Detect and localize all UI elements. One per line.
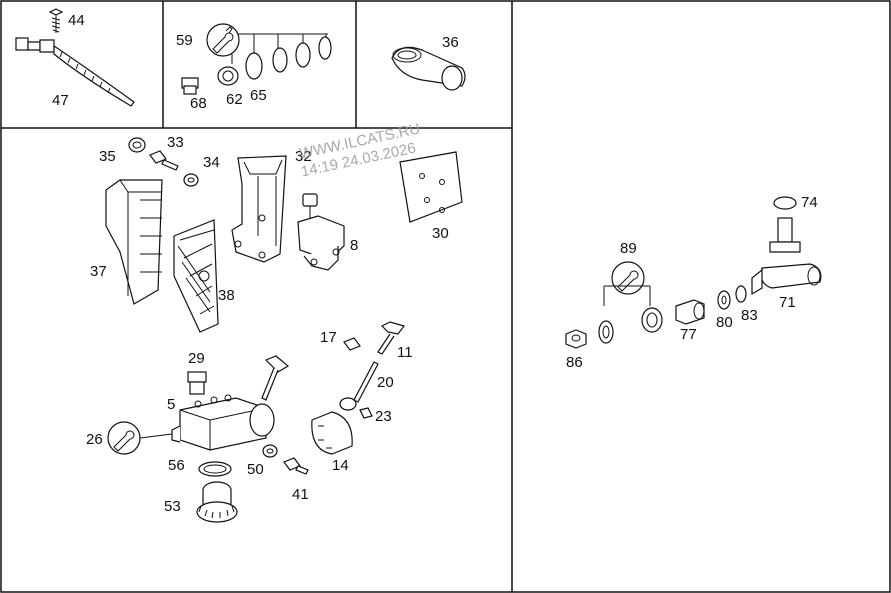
- label-71: 71: [779, 294, 796, 311]
- label-29: 29: [188, 350, 205, 367]
- wrench-icon: [107, 421, 173, 455]
- part-38-grille[interactable]: [173, 219, 219, 333]
- part-80-washer[interactable]: [717, 290, 731, 310]
- part-20-lever[interactable]: [339, 361, 379, 411]
- part-35-ring[interactable]: [128, 137, 146, 153]
- label-59: 59: [176, 32, 193, 49]
- bracket-line-59: [231, 33, 328, 64]
- label-14: 14: [332, 457, 349, 474]
- label-11: 11: [397, 344, 413, 361]
- label-5: 5: [167, 396, 175, 413]
- label-89: 89: [620, 240, 637, 257]
- part-65-o-rings[interactable]: [245, 36, 332, 80]
- label-80: 80: [716, 314, 733, 331]
- label-68: 68: [190, 95, 207, 112]
- label-35: 35: [99, 148, 116, 165]
- part-34-washer[interactable]: [183, 173, 199, 187]
- label-74: 74: [801, 194, 818, 211]
- part-44-screw[interactable]: [48, 8, 64, 33]
- part-17-pin[interactable]: [343, 337, 361, 351]
- part-71-housing[interactable]: [751, 217, 822, 296]
- part-36-dust-boot[interactable]: [391, 46, 466, 91]
- part-ring-small[interactable]: [598, 320, 614, 344]
- part-29-plug[interactable]: [187, 371, 207, 395]
- label-37: 37: [90, 263, 107, 280]
- label-38: 38: [218, 287, 235, 304]
- label-32: 32: [295, 148, 312, 165]
- label-56: 56: [168, 457, 185, 474]
- label-47: 47: [52, 92, 69, 109]
- part-11-knob[interactable]: [377, 321, 406, 355]
- part-47-cable-tie[interactable]: [15, 37, 135, 107]
- part-14-knob-housing[interactable]: [311, 411, 353, 455]
- label-83: 83: [741, 307, 758, 324]
- part-33-bolt[interactable]: [149, 150, 179, 171]
- part-labels: 44 47 59 68 62 65 36 35 33 34 32 30 37 3…: [52, 12, 818, 515]
- part-lever-handle[interactable]: [261, 355, 290, 401]
- label-65: 65: [250, 87, 267, 104]
- part-77-fitting[interactable]: [675, 299, 705, 325]
- part-53-knob[interactable]: [196, 481, 238, 523]
- part-74-cap[interactable]: [773, 196, 797, 210]
- label-41: 41: [292, 486, 309, 503]
- part-62-seal[interactable]: [217, 66, 239, 86]
- label-36: 36: [442, 34, 459, 51]
- part-32-bracket[interactable]: [231, 155, 287, 263]
- part-37-cover[interactable]: [105, 179, 163, 305]
- label-17: 17: [320, 329, 337, 346]
- label-8: 8: [350, 237, 358, 254]
- label-34: 34: [203, 154, 220, 171]
- part-30-plate[interactable]: [399, 151, 463, 223]
- label-26: 26: [86, 431, 103, 448]
- label-20: 20: [377, 374, 394, 391]
- part-86-plug[interactable]: [565, 329, 587, 349]
- label-33: 33: [167, 134, 184, 151]
- part-41-screw[interactable]: [283, 457, 309, 475]
- wrench-icon: [206, 23, 240, 57]
- part-5-valve-block[interactable]: [171, 394, 275, 451]
- label-30: 30: [432, 225, 449, 242]
- part-8-valve[interactable]: [297, 193, 345, 271]
- label-44: 44: [68, 12, 85, 29]
- label-77: 77: [680, 326, 697, 343]
- label-23: 23: [375, 408, 392, 425]
- label-50: 50: [247, 461, 264, 478]
- part-83-washer[interactable]: [735, 285, 747, 303]
- label-53: 53: [164, 498, 181, 515]
- label-86: 86: [566, 354, 583, 371]
- part-ring-seal[interactable]: [641, 307, 663, 333]
- wrench-icon: [603, 261, 651, 306]
- part-23-pin[interactable]: [359, 407, 373, 419]
- part-56-o-ring[interactable]: [198, 461, 232, 477]
- part-68-plug[interactable]: [181, 77, 199, 95]
- part-50-washer[interactable]: [262, 444, 278, 458]
- label-62: 62: [226, 91, 243, 108]
